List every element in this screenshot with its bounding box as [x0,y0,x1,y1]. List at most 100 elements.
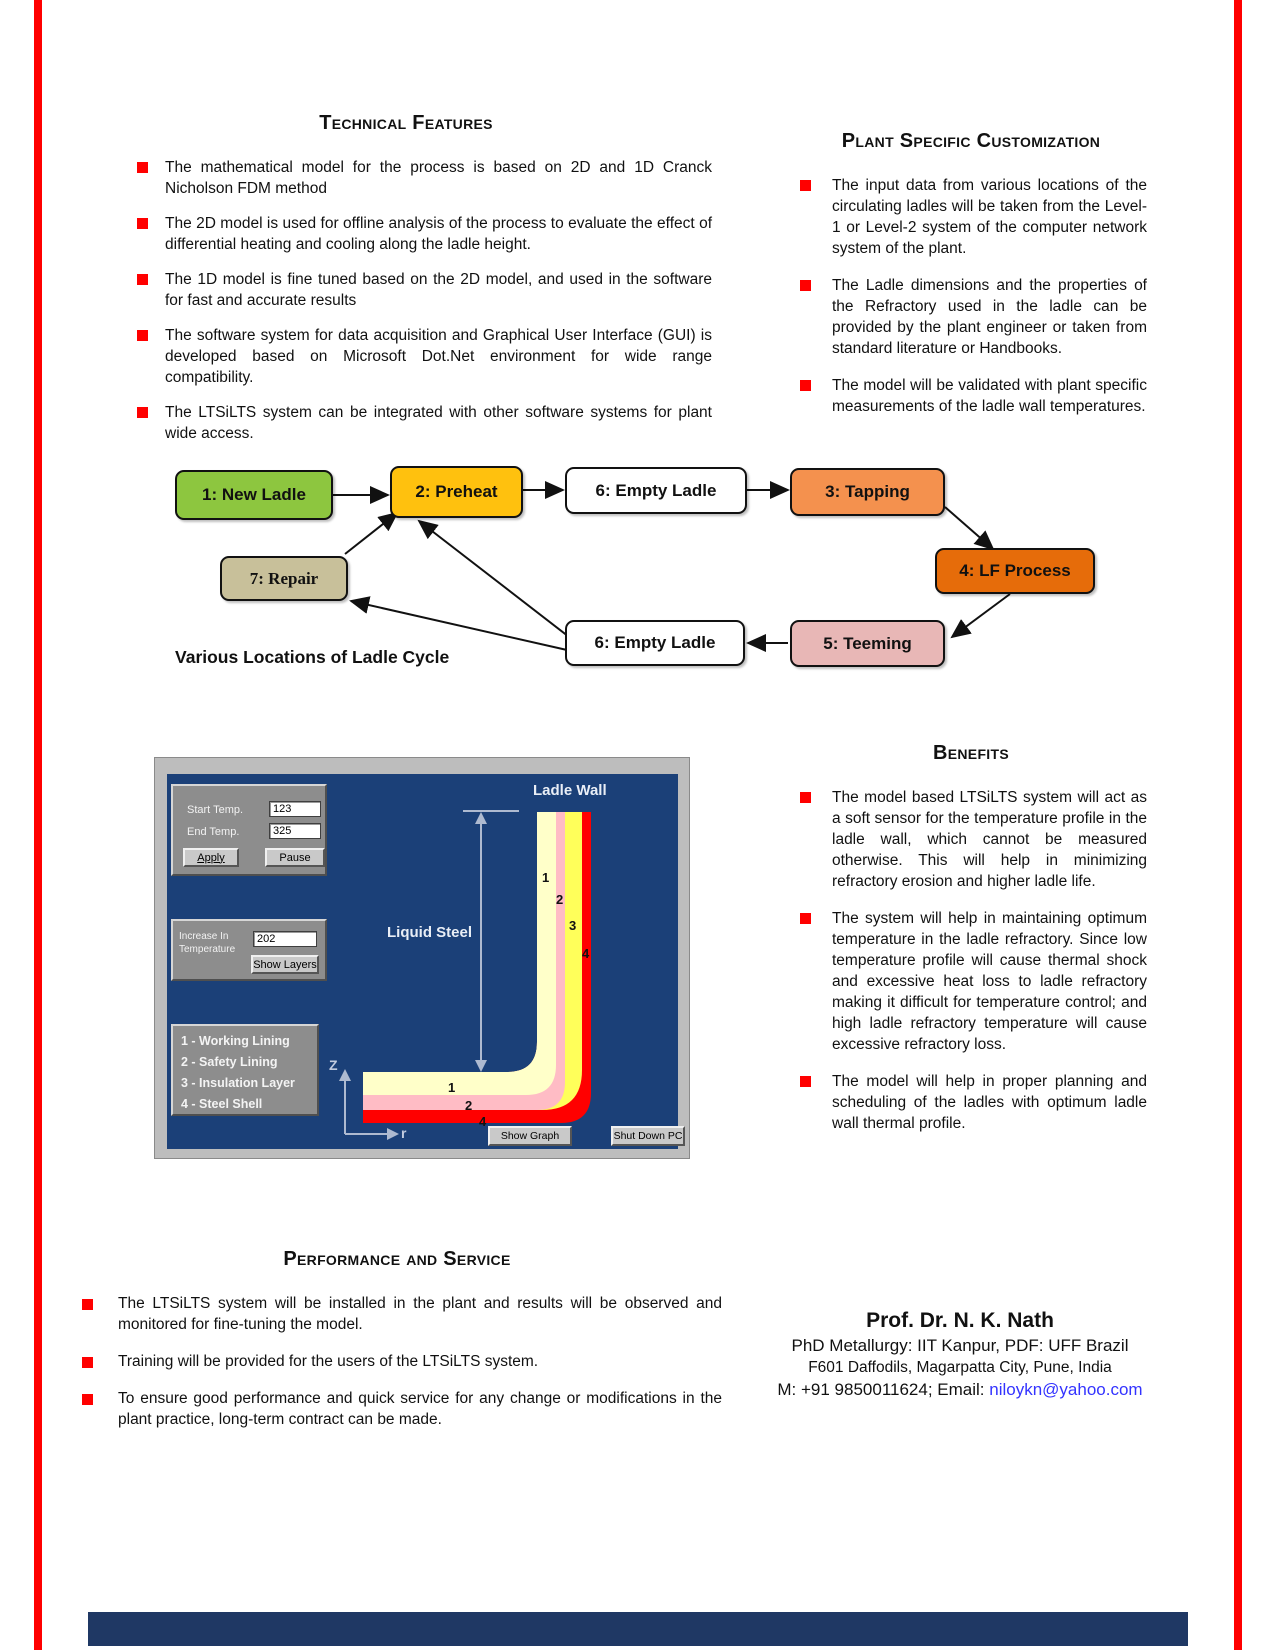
increase-in-label: Increase In [179,931,229,942]
ladle-cycle-diagram: Various Locations of Ladle Cycle 1: New … [135,458,1145,698]
bullet-text: The system will help in maintaining opti… [832,910,1147,1053]
red-square-bullet-icon [800,913,811,924]
red-square-bullet-icon [137,162,148,173]
red-square-bullet-icon [137,218,148,229]
contact-phone-email: M: +91 9850011624; Email: niloykn@yahoo.… [730,1378,1190,1401]
bullet-item: The software system for data acquisition… [100,325,712,388]
liquid-steel-label: Liquid Steel [387,924,473,941]
bullet-item: The LTSiLTS system will be installed in … [72,1293,722,1335]
increase-temp-panel: Increase In Temperature Show Layers [171,919,327,981]
section-plant-specific-customization: Plant Specific Customization The input d… [795,130,1147,433]
diagram-node-new-ladle: 1: New Ladle [175,470,333,520]
performance-and-service-list: The LTSiLTS system will be installed in … [72,1293,722,1430]
diagram-node-empty-ladle-bottom: 6: Empty Ladle [565,620,745,666]
show-layers-button[interactable]: Show Layers [251,955,319,974]
legend-item: 4 - Steel Shell [181,1097,263,1111]
technical-features-list: The mathematical model for the process i… [100,157,712,444]
legend-item: 1 - Working Lining [181,1034,290,1048]
working-lining-layer [363,812,556,1095]
show-graph-button[interactable]: Show Graph [488,1126,572,1146]
bullet-text: The 2D model is used for offline analysi… [165,215,712,253]
bullet-item: The system will help in maintaining opti… [795,908,1147,1055]
software-screenshot-canvas: 1 2 3 4 1 2 4 Start Temp. End Temp. Appl… [167,774,685,1149]
section-performance-and-service: Performance and Service The LTSiLTS syst… [72,1248,722,1446]
diagram-node-lf-process: 4: LF Process [935,548,1095,594]
bottom-layer-number: 4 [479,1114,487,1129]
red-square-bullet-icon [82,1357,93,1368]
legend-item: 2 - Safety Lining [181,1055,278,1069]
section-title-performance-and-service: Performance and Service [283,1248,511,1270]
red-square-bullet-icon [82,1299,93,1310]
benefits-list: The model based LTSiLTS system will act … [795,787,1147,1134]
red-square-bullet-icon [137,330,148,341]
increase-temp-input[interactable] [253,931,317,947]
legend-item: 3 - Insulation Layer [181,1076,295,1090]
apply-button[interactable]: Apply [183,848,239,867]
bullet-text: Training will be provided for the users … [118,1353,539,1370]
diagram-node-preheat: 2: Preheat [390,466,523,518]
wall-layer-number: 2 [556,892,563,907]
footer-navy-bar [88,1612,1188,1646]
bullet-item: The mathematical model for the process i… [100,157,712,199]
red-square-bullet-icon [800,1076,811,1087]
contact-phone: M: +91 9850011624; Email: [777,1380,990,1399]
bullet-text: To ensure good performance and quick ser… [118,1390,722,1428]
bullet-text: The model will be validated with plant s… [832,377,1147,415]
bullet-text: The LTSiLTS system can be integrated wit… [165,404,712,442]
bullet-text: The 1D model is fine tuned based on the … [165,271,712,309]
bullet-text: The input data from various locations of… [832,177,1147,257]
diagram-arrows [333,481,1011,652]
left-red-border [34,0,42,1650]
bullet-item: The LTSiLTS system can be integrated wit… [100,402,712,444]
diagram-node-empty-ladle-top: 6: Empty Ladle [565,467,747,514]
bullet-text: The Ladle dimensions and the properties … [832,277,1147,357]
red-square-bullet-icon [137,274,148,285]
bullet-text: The software system for data acquisition… [165,327,712,386]
section-title-benefits: Benefits [933,742,1009,764]
shut-down-pc-button[interactable]: Shut Down PC [611,1126,685,1146]
section-title-plant-specific-customization: Plant Specific Customization [841,130,1101,152]
diagram-node-repair: 7: Repair [220,556,348,601]
wall-layer-number: 1 [542,870,549,885]
red-square-bullet-icon [800,180,811,191]
bullet-item: The Ladle dimensions and the properties … [795,275,1147,359]
red-square-bullet-icon [800,792,811,803]
section-title-technical-features: Technical Features [319,112,493,134]
bullet-item: The input data from various locations of… [795,175,1147,259]
bullet-item: Training will be provided for the users … [72,1351,722,1372]
bullet-text: The mathematical model for the process i… [165,159,712,197]
bullet-item: The model will be validated with plant s… [795,375,1147,417]
bullet-item: The model based LTSiLTS system will act … [795,787,1147,892]
red-square-bullet-icon [800,380,811,391]
red-square-bullet-icon [137,407,148,418]
wall-layer-number: 4 [582,946,590,961]
bottom-layer-number: 2 [465,1098,472,1113]
contact-block: Prof. Dr. N. K. Nath PhD Metallurgy: IIT… [730,1308,1190,1401]
diagram-node-tapping: 3: Tapping [790,468,945,516]
r-axis-label: r [401,1125,407,1141]
bullet-text: The model based LTSiLTS system will act … [832,789,1147,890]
bullet-text: The LTSiLTS system will be installed in … [118,1295,722,1333]
contact-address: F601 Daffodils, Magarpatta City, Pune, I… [808,1359,1112,1376]
right-red-border [1234,0,1242,1650]
red-square-bullet-icon [82,1394,93,1405]
bullet-item: The model will help in proper planning a… [795,1071,1147,1134]
bullet-item: To ensure good performance and quick ser… [72,1388,722,1430]
end-temp-label: End Temp. [187,826,240,838]
software-screenshot-window: 1 2 3 4 1 2 4 Start Temp. End Temp. Appl… [154,757,690,1159]
end-temp-input[interactable] [269,823,321,839]
section-benefits: Benefits The model based LTSiLTS system … [795,742,1147,1150]
layer-legend-panel: 1 - Working Lining 2 - Safety Lining 3 -… [171,1024,319,1116]
contact-email-link[interactable]: niloykn@yahoo.com [989,1380,1143,1399]
contact-qualification: PhD Metallurgy: IIT Kanpur, PDF: UFF Bra… [791,1336,1129,1355]
temperature-panel: Start Temp. End Temp. Apply Pause [171,784,327,876]
start-temp-label: Start Temp. [187,804,244,816]
bullet-item: The 1D model is fine tuned based on the … [100,269,712,311]
start-temp-input[interactable] [269,801,321,817]
pause-button[interactable]: Pause [265,848,325,867]
diagram-caption: Various Locations of Ladle Cycle [175,647,450,667]
z-axis-label: Z [329,1057,338,1073]
ladle-wall-label: Ladle Wall [533,782,607,799]
bullet-item: The 2D model is used for offline analysi… [100,213,712,255]
